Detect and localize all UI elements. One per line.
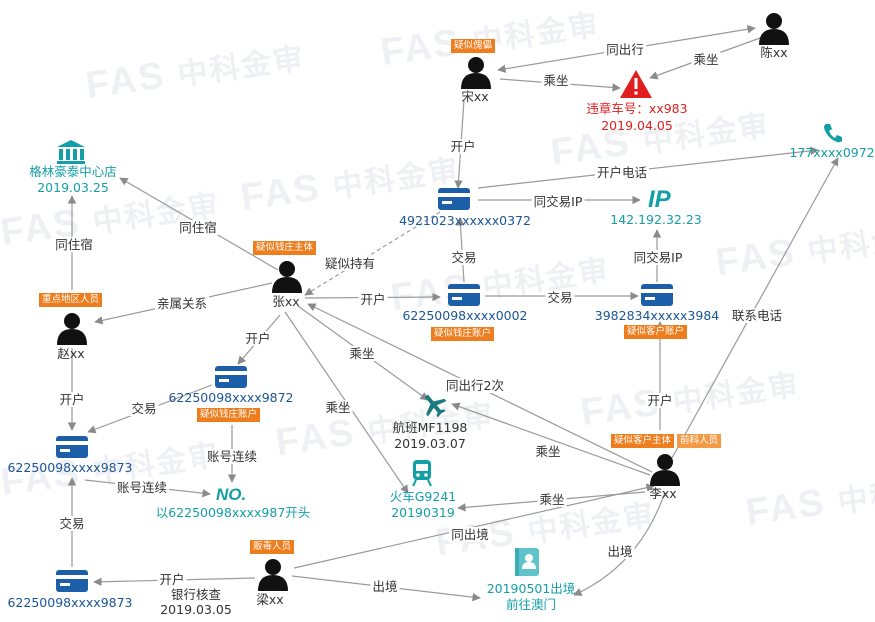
person-icon[interactable] [270,259,304,293]
edge-li-flight [451,402,651,476]
person-name-zhao: 赵xx [57,346,85,361]
card-number-0002: 62250098xxxx0002 [402,308,528,323]
edge-label: 出境 [605,544,635,559]
tag-suspected-bank-account: 疑似钱庄账户 [197,408,261,422]
edge-label: 出境 [370,579,400,594]
warning-icon[interactable] [619,69,653,99]
card-number-9872: 62250098xxxx9872 [168,390,294,405]
tag-suspected-client-account: 疑似客户账户 [624,325,688,339]
tag-suspected-client: 疑似客户主体 [611,434,675,448]
edge-label: 同交易IP [631,250,685,265]
person-name-liang: 梁xx [256,592,284,607]
edge-label: 交易 [545,290,575,305]
train-date: 20190319 [391,505,455,520]
edge-label: 开户电话 [594,165,650,180]
edge-label: 开户 [157,572,187,587]
edge-label: 账号连续 [204,449,260,464]
edge-label: 疑似持有 [322,256,378,271]
bank-card-icon[interactable] [214,365,248,389]
edge-label: 联系电话 [729,308,785,323]
card-number-4921: 4921023xxxxxx0372 [399,213,531,228]
edge-label: 同出行2次 [444,378,506,393]
bank-card-icon[interactable] [55,435,89,459]
edge-label: 同出境 [449,527,491,542]
hotel-name: 格林豪泰中心店 [29,164,117,179]
person-name-zhang: 张xx [272,294,300,309]
person-icon[interactable] [256,557,290,591]
ip-address: 142.192.32.23 [610,212,702,227]
person-icon[interactable] [55,311,89,345]
edge-label: 开户 [57,392,87,407]
bank-card-icon[interactable] [437,187,471,211]
edge-label: 乘坐 [541,73,571,88]
edge-label: 开户 [645,393,675,408]
edge-label: 乘坐 [537,492,567,507]
edge-label: 同住宿 [177,220,219,235]
card-number-9873: 62250098xxxx9873 [7,460,133,475]
phone-number: 177xxxx0972 [789,145,875,160]
edge-label: 账号连续 [114,480,170,495]
train-number: 火车G9241 [389,489,457,504]
flight-date: 2019.03.07 [394,436,466,451]
edge-label: 交易 [57,516,87,531]
flight-number: 航班MF1198 [392,420,468,435]
edge-card4921-zhang [304,211,441,296]
train-icon[interactable] [410,459,434,487]
airplane-icon[interactable] [420,391,448,419]
exit-record: 20190501出境 [486,581,576,596]
edge-label: 同交易IP [531,194,585,209]
account-prefix-note: 以62250098xxxx987开头 [155,505,311,520]
edge-label: 同出行 [604,42,646,57]
card-number-9873: 62250098xxxx9873 [7,595,133,610]
tag-suspected-puppet: 疑似傀儡 [451,39,496,53]
passport-contact-icon[interactable] [514,547,540,577]
bank-building-icon[interactable] [56,139,86,165]
exit-destination: 前往澳门 [505,597,557,612]
hotel-date: 2019.03.25 [37,180,109,195]
edge-label: 同住宿 [53,237,95,252]
edge-label: 开户 [448,139,478,154]
edge-label: 乘坐 [323,400,353,415]
edge-label: 乘坐 [533,444,563,459]
bank-check-date: 2019.03.05 [160,602,232,617]
person-icon[interactable] [459,55,493,89]
phone-icon[interactable] [822,122,844,144]
bank-card-icon[interactable] [447,283,481,307]
edge-label: 开户 [243,331,273,346]
violation-date: 2019.04.05 [601,118,673,133]
tag-drug-dealer: 贩毒人员 [250,540,295,554]
edge-label: 交易 [129,401,159,416]
tag-key-region-person: 重点地区人员 [39,293,103,307]
edge-label: 乘坐 [691,52,721,67]
card-number-3984: 3982834xxxxx3984 [594,308,720,323]
person-name-li: 李xx [649,486,677,501]
person-name-chen: 陈xx [760,45,788,60]
edge-label: 亲属关系 [154,296,210,311]
bank-card-icon[interactable] [640,283,674,307]
tag-criminal-record: 前科人员 [677,434,722,448]
edge-label: 交易 [449,250,479,265]
person-icon[interactable] [757,11,791,45]
bank-check-label: 银行核查 [170,587,222,602]
tag-suspected-underground-bank: 疑似钱庄主体 [253,241,317,255]
ip-icon[interactable]: IP [648,186,671,213]
tag-suspected-bank-account: 疑似钱庄账户 [431,327,495,341]
edge-label: 开户 [358,292,388,307]
person-icon[interactable] [648,452,682,486]
edge-label: 乘坐 [347,346,377,361]
violation-plate: 违章车号：xx983 [586,101,688,116]
bank-card-icon[interactable] [55,569,89,593]
no-match-icon[interactable]: NO. [216,485,247,504]
person-name-song: 宋xx [461,89,489,104]
